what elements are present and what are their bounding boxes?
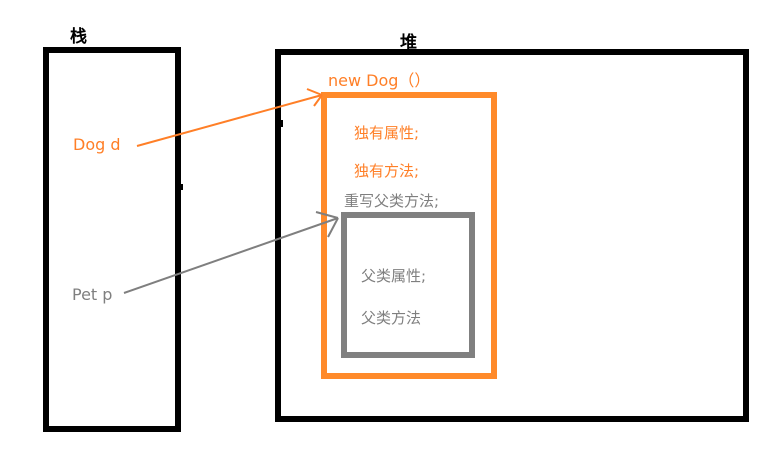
dog-reference-arrow <box>136 88 323 147</box>
own-methods-text: 独有方法; <box>354 162 420 180</box>
heap-region <box>275 49 749 422</box>
new-dog-label: new Dog（） <box>328 71 431 90</box>
parent-methods-text: 父类方法 <box>361 309 422 327</box>
own-attributes-text: 独有属性; <box>354 124 420 142</box>
pet-reference-label: Pet p <box>72 285 113 304</box>
pet-reference-arrow <box>123 211 339 294</box>
dog-reference-label: Dog d <box>73 135 121 154</box>
heap-title: 堆 <box>400 33 417 53</box>
parent-attributes-text: 父类属性; <box>361 267 427 285</box>
stack-region <box>43 47 181 432</box>
overridden-methods-text: 重写父类方法; <box>344 192 440 210</box>
parent-part-box <box>341 212 475 358</box>
stack-title: 栈 <box>70 27 87 47</box>
dog-object-box <box>321 92 497 379</box>
